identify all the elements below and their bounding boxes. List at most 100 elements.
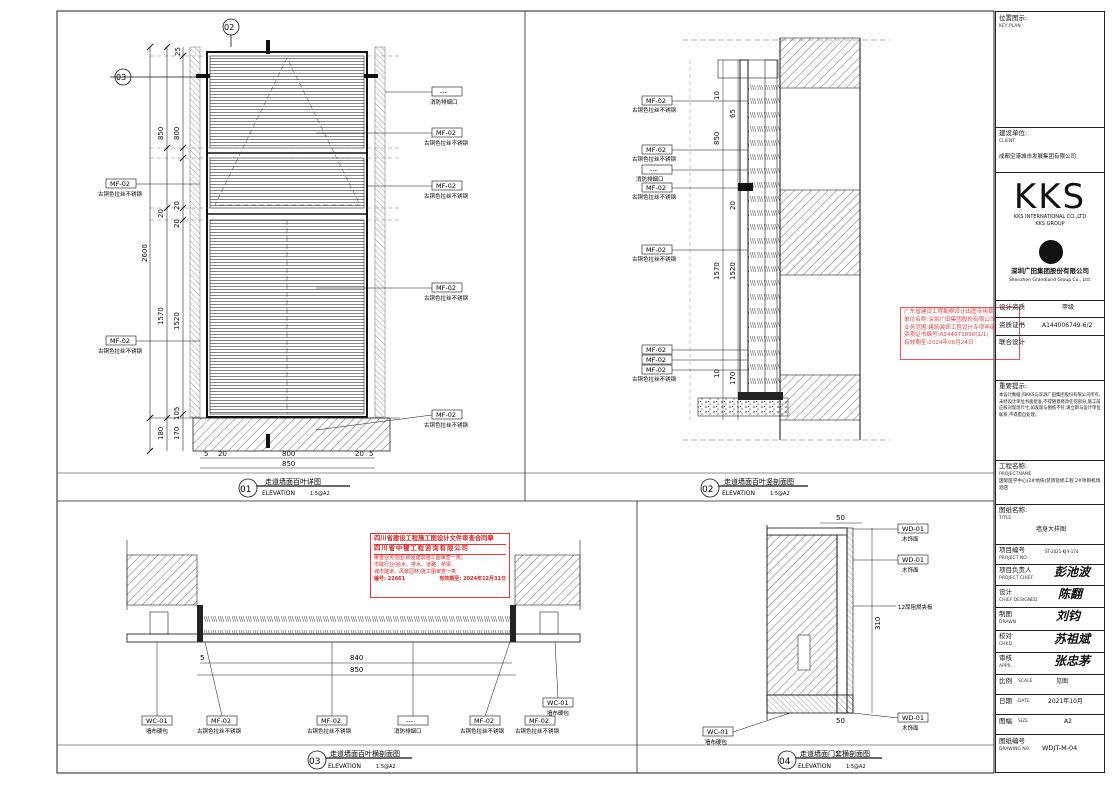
tb-drawn-en: DRAWN [999,620,1017,625]
bdim-800: 800 [282,450,295,458]
review-stamp-line1: 审查业务范围:房屋建筑施工图审查一类; [374,554,463,561]
d04-label-wc01: WC-01 [707,728,729,736]
d04-dim-side: 310 [874,617,882,630]
d02-number: 02 [702,485,713,495]
tb-chief-label: 项目负责人 [999,566,1032,574]
tb-dwgno-en: DRAWING NO. [999,747,1031,752]
tb-scale-label: 比例 [999,677,1012,685]
d04-labels: WD-01 木饰面 WD-01 木饰面 12厚阻燃夹板 WD-01 木饰面 WC… [702,523,933,746]
d02-elevation: ELEVATION [722,490,755,497]
d03-dim-5: 5 [200,654,204,662]
dim-800: 800 [173,127,181,140]
d04-number: 04 [779,757,791,767]
tb-check-en: CHKD. [999,642,1014,647]
tb-appr-en: APPR. [999,664,1012,669]
tb-chief-signature: 彭池波 [1054,565,1091,579]
label-mf02-a-desc: 古铜色拉丝不锈钢 [98,190,143,198]
design-stamp-line2: 单位名称:深圳广田集团股份有限公司 [904,316,996,323]
d04-dim-bottom: 50 [836,717,845,725]
label-mf02-c-desc: 古铜色拉丝不锈钢 [424,139,469,147]
tb-date-val: 2021年10月 [1048,698,1083,705]
d01-elevation: ELEVATION [262,490,295,497]
d02-label-mf02-c: MF-02 [646,184,666,192]
dim-20a: 20 [157,209,165,218]
d03-label-mf02-c-desc: 古铜色拉丝不锈钢 [460,727,505,735]
drawing-04-section: 50 310 50 WD-01 木饰面 WD-01 木饰面 12厚阻燃夹板 WD… [702,514,933,770]
d04-label-wd01-c: WD-01 [902,714,924,722]
d02-label-mf02-b-desc: 古铜色拉丝不锈钢 [632,155,677,163]
d02-label-mf02-d: MF-02 [646,246,666,254]
d01-right-labels: --- 消防排烟口 MF-02 古铜色拉丝不锈钢 MF-02 古铜色拉丝不锈钢 … [315,86,469,431]
d04-label-wd01-b-desc: 木饰面 [902,566,919,574]
d04-title: 走道墙面门套横剖面图 [800,749,870,758]
d02-label-mf02-a-desc: 古铜色拉丝不锈钢 [632,106,677,114]
tb-dwgno-val: WDJT-M-04 [1042,744,1078,752]
label-mf02-a: MF-02 [110,180,130,188]
tb-appr-signature: 张忠茅 [1054,654,1091,668]
label-mf02-e-desc: 古铜色拉丝不锈钢 [424,294,469,302]
d02-label-vent: --- [650,166,658,174]
tb-appr-label: 审核 [999,654,1012,662]
d04-label-board: 12厚阻燃夹板 [898,603,933,611]
tb-title-label: 图纸名称: [999,506,1028,514]
tb-key-plan-label: 位置图示: [999,14,1028,22]
dim-2600: 2600 [141,244,149,262]
label-mf02-b: MF-02 [110,337,130,345]
d04-elevation: ELEVATION [798,763,831,770]
label-vent: --- [440,88,448,96]
tb-projno-val: ST-2021-KJ-Y-174 [1045,549,1079,554]
tb-size-label: 图幅 [999,717,1012,725]
tb-check-signature: 苏祖斌 [1054,632,1091,646]
d02-dim-20: 20 [729,201,737,210]
d03-label-mf02-c: MF-02 [474,717,494,725]
d02-scale: 1:5@A2 [770,491,790,497]
d02-label-mf02-f: MF-02 [646,356,666,364]
tb-client-label: 建设单位: [999,129,1028,137]
tb-chief-en: PROJECT CHIEF [999,576,1034,581]
tb-key-plan-en: KEY PLAN [999,24,1021,29]
d03-label-mf02-a-desc: 古铜色拉丝不锈钢 [197,727,242,735]
dim-170: 170 [173,427,181,440]
review-stamp-line2: 市政行业(给水、排水、道路、桥梁、 [374,561,456,568]
d02-dim-1570: 1570 [713,262,721,280]
d04-label-wd01-c-desc: 木饰面 [902,724,919,732]
review-stamp-valid: 有效期至: 2024年12月31日 [439,575,506,582]
tb-projno-en: PROJECT NO. [999,556,1029,561]
d02-dim-170: 170 [729,372,737,385]
tb-size-val: A2 [1064,718,1072,725]
label-mf02-b-desc: 古铜色拉丝不锈钢 [98,347,143,355]
d02-dim-10b: 10 [713,369,721,378]
tb-client-en: CLIENT [999,139,1015,144]
review-stamp: 四川省建设工程施工图设计文件审查合同章 四川省中犍工程咨询有限公司 审查业务范围… [370,533,510,598]
d04-dim-top: 50 [836,514,845,522]
d04-label-wd01-b: WD-01 [902,556,924,564]
dim-105: 105 [173,407,181,420]
tb-date-en: DATE [1018,699,1030,704]
d03-number-bubble [307,750,327,770]
dim-850: 850 [157,127,165,140]
design-stamp-line1: 广东省建设工程勘察设计出图专用章 [904,309,994,315]
tb-qual-val: 甲级 [1062,304,1075,311]
tb-grandland-cn: 深圳广田集团股份有限公司 [1011,267,1089,275]
tb-notice-text: 本设计数据,归KKS与深圳广田集团股份有限公司所有,未经设计单位书面批准,不得随… [999,393,1101,418]
d01-vertical-dims: 25 850 800 20 20 20 1570 1520 170 105 18… [141,47,182,440]
label-mf02-f: MF-02 [436,411,456,419]
d02-label-mf02-c-desc: 古铜色拉丝不锈钢 [632,193,677,201]
d01-title: 走道墙面百叶详图 [265,477,321,486]
d03-dim-850: 850 [350,666,363,674]
tb-cert-label: 资质证书 [999,321,1025,329]
design-stamp-line5: 有效期至:2024年06月24日 [904,340,974,347]
design-stamp: 广东省建设工程勘察设计出图专用章 单位名称:深圳广田集团股份有限公司 业务范围:… [900,307,1020,360]
tb-joint-label: 联合设计 [999,338,1025,346]
d02-dim-10a: 10 [713,91,721,100]
bdim-5a: 5 [204,450,208,458]
drawing-03-section: 5 840 850 WC-01 墙布硬包 MF-02 古铜色拉丝不锈钢 MF-0… [126,540,581,770]
tb-project-en: PROJECTNAME [999,472,1032,477]
tb-project-name: 国际医学中心(2#地块)装饰装修工程 2#项目机场酒店 [999,479,1101,491]
d03-label-wc01-b-desc: 墙布硬包 [547,709,570,717]
d03-label-wc01-a-desc: 墙布硬包 [146,727,169,735]
design-stamp-line3: 业务范围:建筑装饰工程设计专项甲级 [904,324,996,331]
d02-label-mf02-g: MF-02 [646,366,666,374]
d03-label-vent-desc: 消防排烟口 [394,727,422,735]
review-stamp-line3: 城市隧道、风景园林)施工图审查一类 [374,568,456,575]
